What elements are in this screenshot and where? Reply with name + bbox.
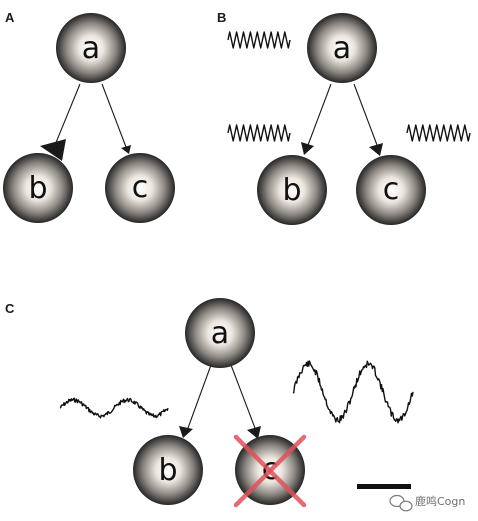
watermark: 鹿鸣Cogn — [389, 494, 465, 512]
panel-b: B a b c — [217, 10, 471, 225]
arrowhead-a-to-c — [369, 143, 383, 156]
node-label-c: c — [132, 170, 149, 205]
node-b: b — [257, 155, 327, 225]
edge-a-to-c — [353, 83, 378, 146]
node-label-c: c — [383, 172, 400, 207]
oscillation-trace-b — [227, 124, 291, 142]
scale-bar — [357, 484, 411, 489]
node-a: a — [56, 13, 126, 83]
panel-a: A a b c — [3, 10, 175, 223]
panel-label-c: C — [5, 301, 15, 316]
oscillation-trace-a — [227, 31, 291, 49]
node-b: b — [133, 435, 203, 505]
edge-a-to-b — [307, 83, 332, 146]
panel-c: C a b c — [5, 298, 414, 508]
node-label-a: a — [82, 31, 100, 66]
panel-label-b: B — [217, 10, 226, 25]
node-a: a — [185, 298, 255, 368]
node-label-b: b — [28, 171, 47, 206]
watermark-text: 鹿鸣Cogn — [415, 494, 465, 508]
node-a: a — [307, 13, 377, 83]
node-c: c — [105, 153, 175, 223]
node-label-b: b — [282, 173, 301, 208]
oscillation-trace-c — [406, 124, 471, 142]
node-label-a: a — [211, 316, 229, 351]
high-amplitude-trace — [292, 360, 414, 424]
node-label-b: b — [158, 453, 177, 488]
arrowhead-a-to-c — [247, 426, 261, 439]
arrowhead-a-to-b — [179, 426, 193, 438]
edge-a-to-b — [54, 83, 81, 146]
arrowhead-large-a-to-b — [40, 139, 66, 161]
edge-a-to-c — [230, 364, 256, 429]
edge-a-to-b — [187, 364, 212, 429]
removal-cross-icon — [233, 434, 307, 508]
edge-a-to-c — [101, 83, 127, 148]
node-c: c — [356, 155, 426, 225]
panel-label-a: A — [5, 10, 15, 25]
arrowhead-small-a-to-c — [121, 145, 131, 154]
node-label-a: a — [333, 31, 351, 66]
node-b: b — [3, 153, 73, 223]
low-amplitude-trace — [59, 397, 169, 419]
arrowhead-a-to-b — [301, 142, 314, 155]
chat-bubble-icon — [389, 494, 413, 512]
